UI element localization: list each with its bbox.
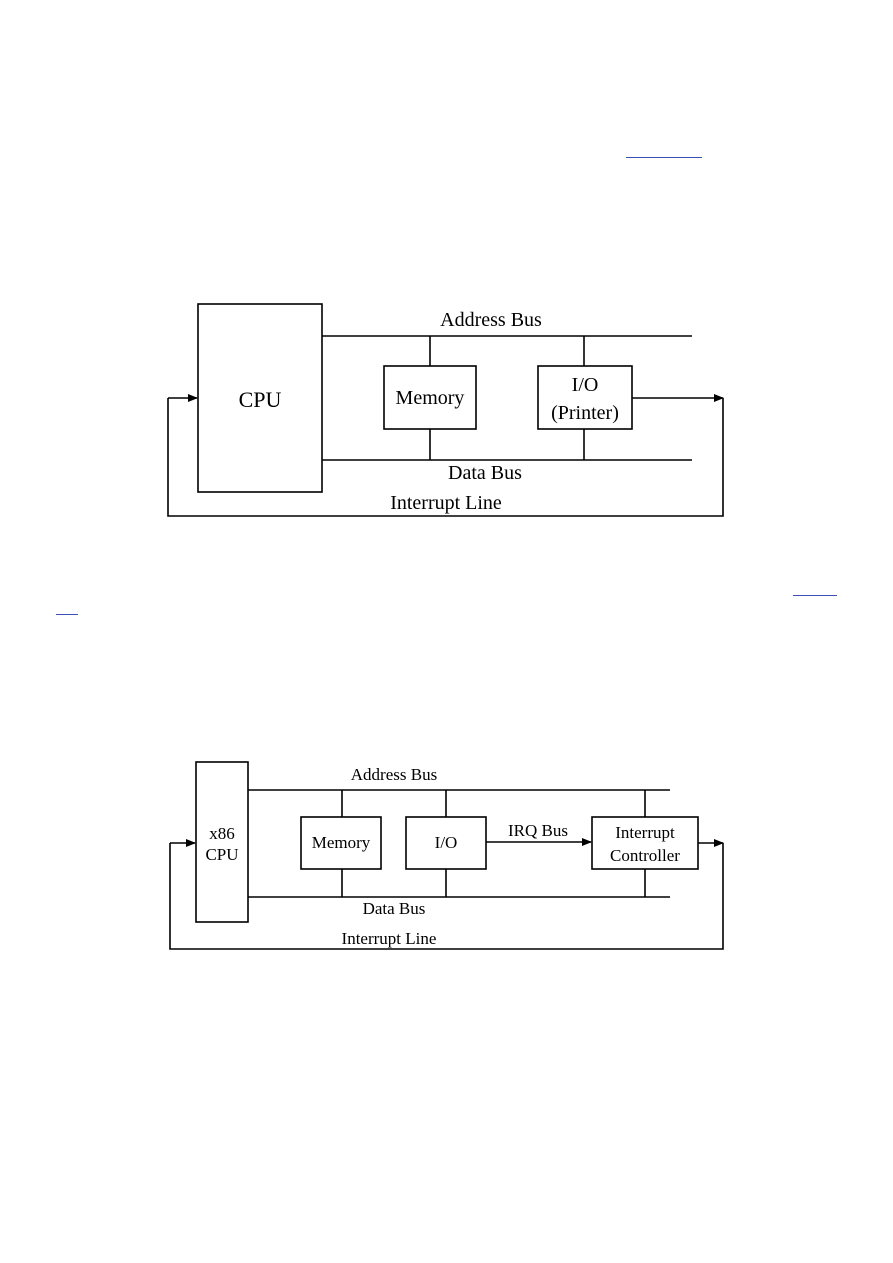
x86-cpu-label: CPU [205,845,238,864]
irq-bus-label: IRQ Bus [508,821,568,840]
interrupt-line-label-2: Interrupt Line [342,929,437,948]
cpu-box [197,303,323,493]
link-underline-mid-left[interactable] [56,614,78,615]
memory-label: Memory [396,387,465,409]
io-box-2 [405,816,487,870]
interrupt-line-path-2 [169,843,724,950]
cpu-label: CPU [239,387,282,412]
interrupt-line-path [167,398,724,517]
data-bus-label: Data Bus [448,462,522,484]
interrupt-line-label: Interrupt Line [390,492,502,514]
address-bus-label-2: Address Bus [351,765,437,784]
memory-box [383,365,477,430]
io-label-2: I/O [435,833,458,852]
memory-box-2 [300,816,382,870]
io-printer-box [537,365,633,430]
data-bus-label-2: Data Bus [363,899,426,918]
controller-label-1: Interrupt [615,823,675,842]
address-bus-label: Address Bus [440,309,542,331]
link-underline-mid-right[interactable] [793,595,837,596]
x86-label: x86 [209,824,235,843]
memory-label-2: Memory [312,833,371,852]
io-printer-label: (Printer) [551,402,619,424]
interrupt-controller-box [591,816,699,870]
x86-cpu-box [195,761,249,923]
controller-label-2: Controller [610,846,680,865]
link-underline-top[interactable] [626,157,702,158]
io-label: I/O [572,374,599,396]
